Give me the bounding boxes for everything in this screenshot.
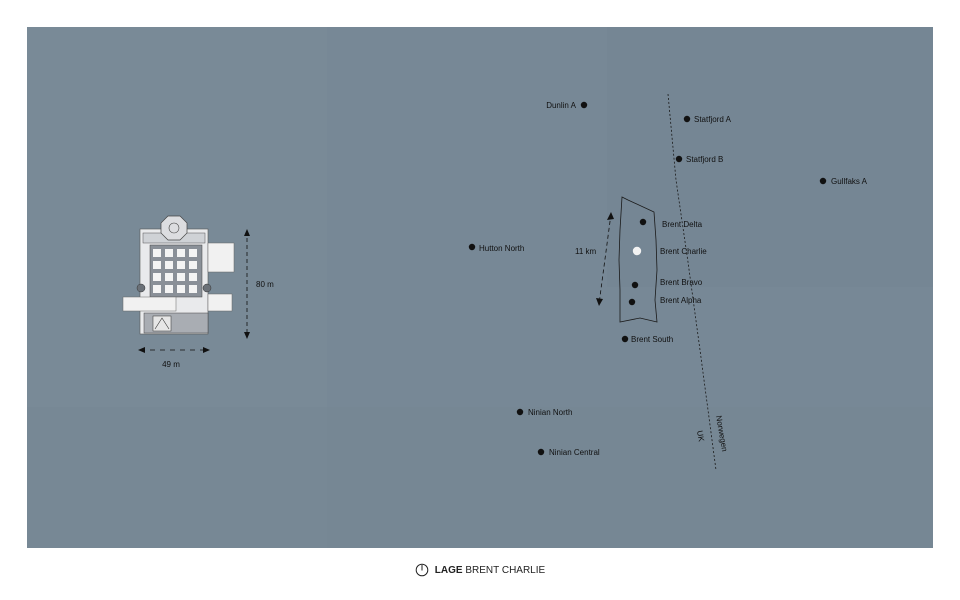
platform-wing-right-top bbox=[207, 242, 235, 273]
field-marker-hutton-north[interactable]: Hutton North bbox=[468, 243, 525, 253]
caption-subtitle: BRENT CHARLIE bbox=[465, 564, 546, 576]
svg-text:Brent Bravo: Brent Bravo bbox=[660, 278, 703, 287]
platform-wing-right-bottom bbox=[207, 293, 233, 312]
platform-leg-left bbox=[136, 283, 146, 293]
arrow-head-bottom bbox=[596, 298, 603, 306]
width-label: 49 m bbox=[162, 360, 180, 369]
svg-text:Brent Alpha: Brent Alpha bbox=[660, 296, 702, 305]
map-texture bbox=[27, 27, 933, 548]
caption-title: LAGE bbox=[434, 564, 463, 576]
svg-text:Brent Delta: Brent Delta bbox=[662, 220, 703, 229]
field-marker-statfjord-a[interactable]: Statfjord A bbox=[683, 115, 732, 124]
height-arrow-bottom bbox=[244, 332, 250, 339]
brent-length-label: 11 km bbox=[575, 247, 597, 256]
field-marker-statfjord-b[interactable]: Statfjord B bbox=[675, 155, 724, 164]
field-marker-ninian-central[interactable]: Ninian Central bbox=[537, 448, 600, 457]
svg-text:Ninian North: Ninian North bbox=[528, 408, 572, 417]
svg-text:Ninian Central: Ninian Central bbox=[549, 448, 600, 457]
svg-text:Gullfaks A: Gullfaks A bbox=[831, 177, 868, 186]
field-marker-ninian-north[interactable]: Ninian North bbox=[516, 408, 573, 417]
helideck-marking bbox=[168, 222, 180, 234]
svg-text:Statfjord B: Statfjord B bbox=[686, 155, 723, 164]
platform-grid-cells bbox=[153, 249, 197, 293]
field-marker-gullfaks-a[interactable]: Gullfaks A bbox=[819, 177, 868, 186]
border-line bbox=[667, 93, 717, 471]
svg-text:Hutton North: Hutton North bbox=[479, 244, 524, 253]
height-label: 80 m bbox=[256, 280, 274, 289]
field-marker-brent-bravo[interactable]: Brent Bravo bbox=[631, 278, 703, 289]
svg-text:Dunlin A: Dunlin A bbox=[546, 101, 576, 110]
border-label-norway: Norwegen bbox=[714, 415, 729, 452]
platform-leg-right bbox=[202, 283, 212, 293]
width-arrow-right bbox=[203, 347, 210, 353]
svg-text:Brent South: Brent South bbox=[631, 335, 673, 344]
field-marker-brent-alpha[interactable]: Brent Alpha bbox=[628, 296, 702, 306]
map-canvas bbox=[27, 27, 933, 548]
svg-text:Statfjord A: Statfjord A bbox=[694, 115, 732, 124]
platform-flare-box bbox=[152, 315, 172, 332]
field-marker-brent-south[interactable]: Brent South bbox=[621, 335, 673, 344]
compass-icon bbox=[415, 563, 429, 577]
field-marker-brent-charlie[interactable]: Brent Charlie bbox=[632, 246, 707, 256]
helideck bbox=[160, 215, 188, 241]
field-marker-dunlin-a[interactable]: Dunlin A bbox=[546, 101, 588, 110]
svg-text:Brent Charlie: Brent Charlie bbox=[660, 247, 707, 256]
platform-inset bbox=[122, 215, 235, 335]
width-arrow-left bbox=[138, 347, 145, 353]
platform-flare-boom bbox=[154, 317, 170, 330]
field-marker-brent-delta[interactable]: Brent Delta bbox=[639, 218, 703, 229]
map-caption: LAGE BRENT CHARLIE bbox=[0, 562, 960, 578]
height-arrow-top bbox=[244, 229, 250, 236]
arrow-head-top bbox=[607, 212, 614, 220]
border-label-uk: UK bbox=[695, 430, 706, 443]
brent-field-outline bbox=[618, 196, 658, 323]
brent-length-arrow bbox=[598, 213, 612, 305]
platform-wing-left bbox=[122, 296, 177, 312]
